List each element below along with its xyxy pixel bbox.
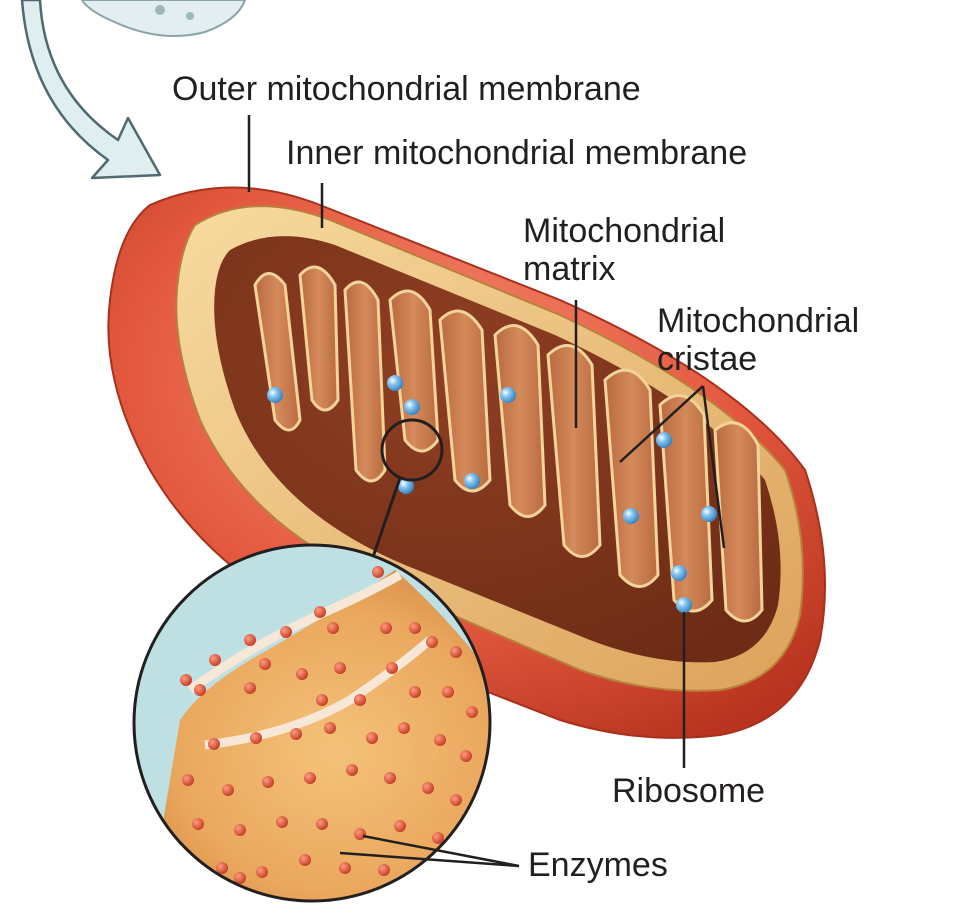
ribosome-dot <box>404 399 420 415</box>
label-cristae-line1: Mitochondrial <box>657 302 860 340</box>
label-enzymes: Enzymes <box>528 846 668 884</box>
leader-lines <box>247 115 726 868</box>
magnifier-connector <box>370 477 402 561</box>
ribosome-dot <box>500 387 516 403</box>
pointer-arrow <box>20 0 162 180</box>
leader-enzymes-a <box>362 834 520 868</box>
zoom-inset <box>132 543 492 903</box>
label-mitochondrial-matrix: Mitochondrial matrix <box>523 212 725 288</box>
enzyme-dots <box>180 566 478 884</box>
ribosome-dot <box>267 387 283 403</box>
label-matrix-line2: matrix <box>523 250 616 288</box>
leader-cristae-a <box>619 385 704 463</box>
ribosome-dot <box>656 432 672 448</box>
label-cristae-line2: cristae <box>657 340 758 378</box>
ribosome-dot <box>676 597 692 613</box>
ribosome-dot <box>701 506 717 522</box>
cristae <box>253 265 764 623</box>
label-outer-mitochondrial-membrane: Outer mitochondrial membrane <box>172 70 641 108</box>
ribosome-dot <box>464 473 480 489</box>
ribosomes <box>267 375 717 613</box>
label-ribosome: Ribosome <box>612 772 766 810</box>
ribosome-dot <box>671 565 687 581</box>
leader-enzymes-b <box>339 851 520 868</box>
ribosome-dot <box>387 375 403 391</box>
ribosome-dot <box>623 508 639 524</box>
ribosome-dot <box>398 478 414 494</box>
label-mitochondrial-cristae: Mitochondrial cristae <box>657 302 859 378</box>
label-inner-mitochondrial-membrane: Inner mitochondrial membrane <box>286 134 748 172</box>
leader-cristae-b <box>701 385 726 549</box>
cell-fragment <box>80 0 247 37</box>
label-matrix-line1: Mitochondrial <box>523 212 726 250</box>
magnifier-source-circle <box>380 418 444 482</box>
